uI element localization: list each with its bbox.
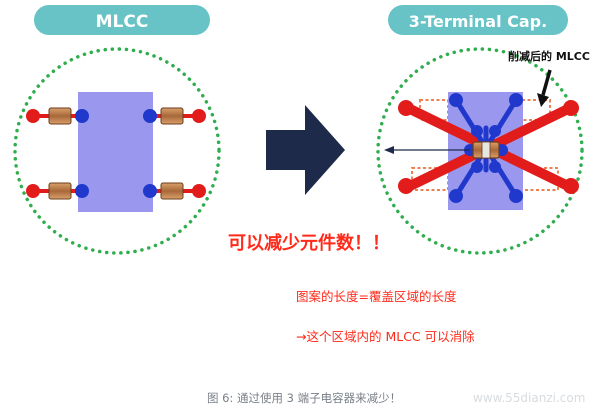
figure-caption: 图 6: 通过使用 3 端子电容器来减少！ [207, 391, 401, 405]
right-panel: 3-Terminal Cap. [376, 5, 590, 255]
left-title-pill [34, 5, 210, 35]
red-terminal-tl [398, 100, 414, 116]
left-ground-pad [78, 92, 153, 212]
left-title: MLCC [96, 12, 149, 32]
mlcc-top-left [26, 107, 89, 125]
callout-arrow-icon [537, 69, 552, 107]
mlcc-top-right [143, 107, 206, 125]
right-title: 3-Terminal Cap. [409, 12, 547, 31]
right-dotted-circle [376, 47, 584, 255]
red-terminal-bl [398, 178, 414, 194]
pattern-length-arrow [384, 146, 470, 154]
note-line-1: 图案的长度=覆盖区域的长度 [296, 289, 457, 304]
note-line-2: →这个区域内的 MLCC 可以消除 [296, 329, 475, 344]
ground-vias [449, 93, 523, 203]
red-terminal-tr [563, 100, 579, 116]
three-terminal-capacitor [472, 141, 500, 159]
transform-arrow-icon [266, 105, 345, 195]
right-title-pill [388, 5, 568, 35]
mlcc-bottom-left [26, 182, 89, 200]
left-dotted-circle [13, 47, 221, 255]
left-panel: MLCC [13, 5, 221, 255]
mlcc-bottom-right [143, 182, 206, 200]
watermark: www.55dianzi.com [473, 391, 585, 405]
removed-mlcc-callout: 削减后的 MLCC [508, 49, 590, 63]
headline: 可以减少元件数！！ [228, 232, 390, 254]
red-terminal-br [563, 178, 579, 194]
